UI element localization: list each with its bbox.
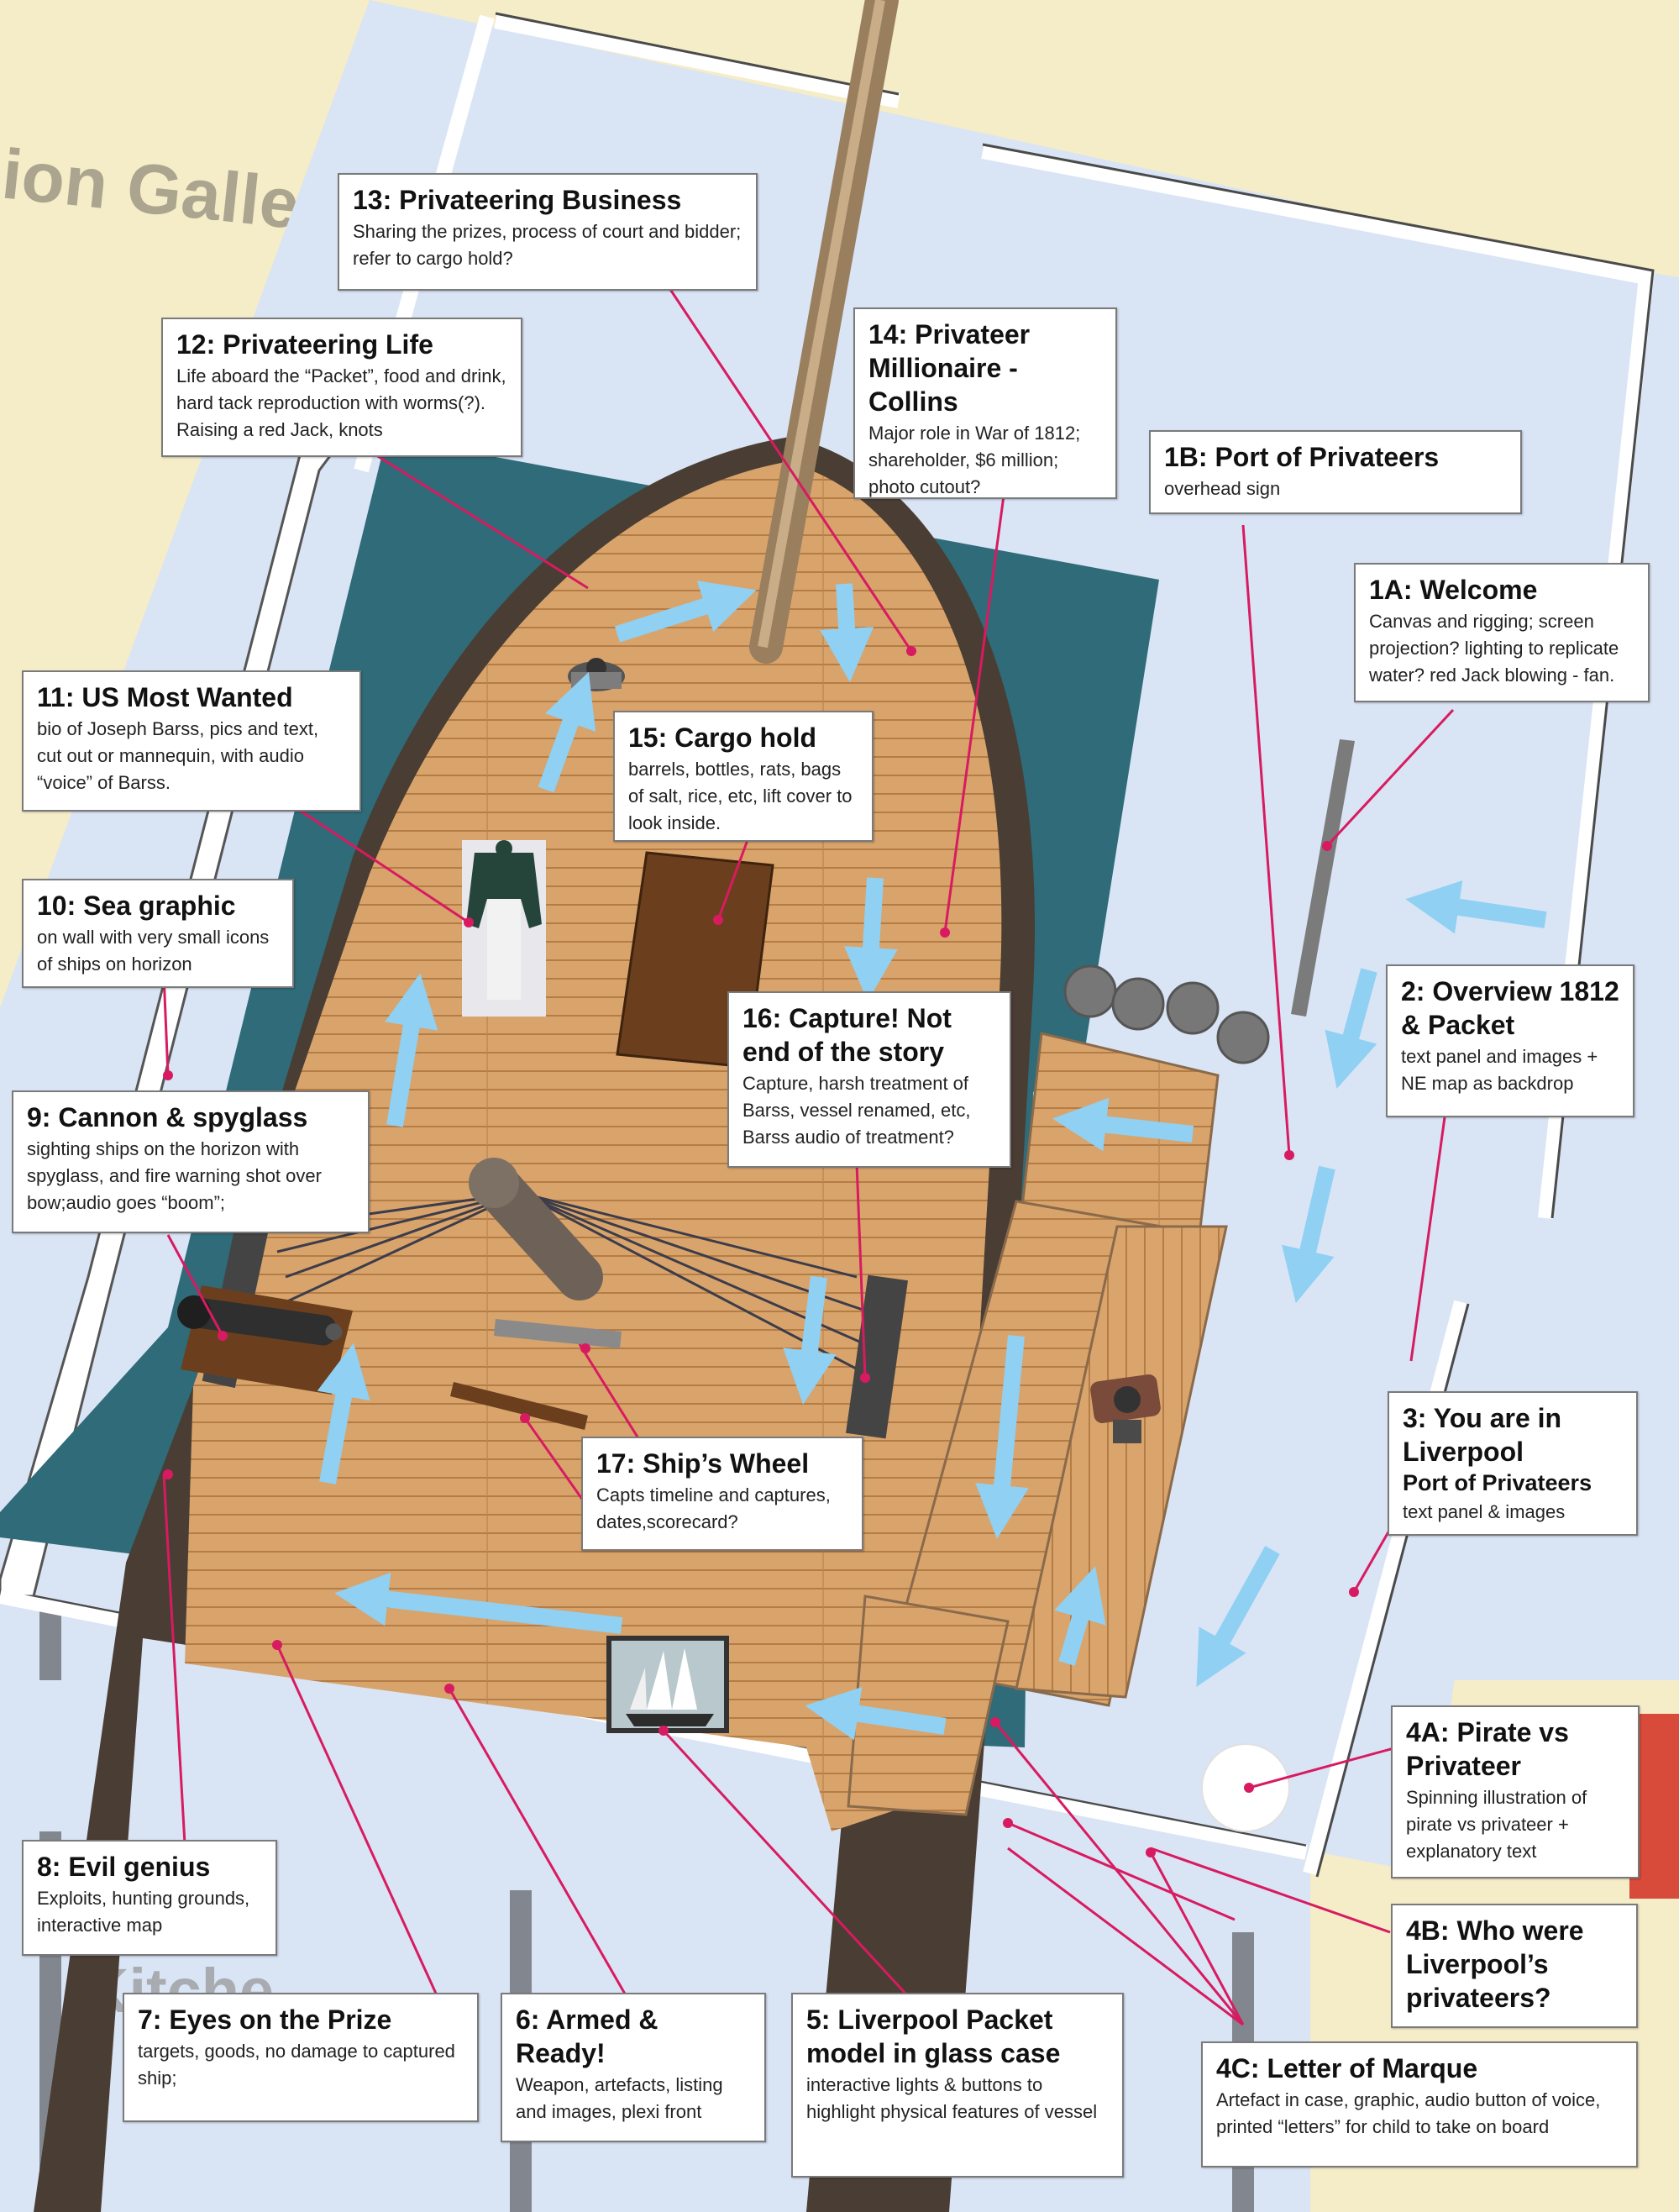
barrels <box>1063 964 1270 1064</box>
label-title: 16: Capture! Not end of the story <box>742 1003 952 1067</box>
label-3-you-are-in-liverpool: 3: You are in Liverpool Port of Privatee… <box>1388 1391 1638 1536</box>
label-title: 4B: Who were Liverpool’s privateers? <box>1406 1915 1584 2013</box>
label-title: 11: US Most Wanted <box>37 682 293 712</box>
label-4b-who-were-liverpools-privateers: 4B: Who were Liverpool’s privateers? <box>1391 1904 1638 2028</box>
label-2-overview-1812-packet: 2: Overview 1812 & Packet text panel and… <box>1386 964 1634 1117</box>
mannequin-barss <box>462 840 546 1017</box>
label-desc: Capture, harsh treatment of Barss, vesse… <box>742 1073 971 1148</box>
label-desc: Life aboard the “Packet”, food and drink… <box>176 365 506 440</box>
label-desc: bio of Joseph Barss, pics and text, cut … <box>37 718 319 793</box>
label-title: 7: Eyes on the Prize <box>138 2004 392 2035</box>
label-title: 1B: Port of Privateers <box>1164 442 1440 472</box>
label-title: 4C: Letter of Marque <box>1216 2053 1478 2083</box>
visitor-flow-arrows <box>317 581 1547 1741</box>
label-9-cannon-spyglass: 9: Cannon & spyglass sighting ships on t… <box>12 1090 370 1233</box>
visitor-figure-dock <box>1090 1374 1161 1443</box>
welcome-canvas-screen <box>1291 739 1355 1017</box>
label-8-evil-genius: 8: Evil genius Exploits, hunting grounds… <box>22 1840 277 1956</box>
ships-wheel-bar-brown <box>450 1382 588 1430</box>
label-desc: Artefact in case, graphic, audio button … <box>1216 2089 1601 2137</box>
label-desc: on wall with very small icons of ships o… <box>37 927 270 975</box>
label-desc: interactive lights & buttons to highligh… <box>806 2074 1098 2122</box>
label-4a-pirate-vs-privateer: 4A: Pirate vs Privateer Spinning illustr… <box>1391 1705 1640 1878</box>
ships-wheel-bar-gray <box>494 1319 622 1348</box>
label-desc: text panel and images + NE map as backdr… <box>1401 1046 1598 1094</box>
label-5-liverpool-packet-model: 5: Liverpool Packet model in glass case … <box>791 1993 1124 2178</box>
label-16-capture: 16: Capture! Not end of the story Captur… <box>727 991 1011 1168</box>
label-title: 6: Armed & Ready! <box>516 2004 658 2068</box>
label-desc: Spinning illustration of pirate vs priva… <box>1406 1787 1587 1862</box>
label-11-us-most-wanted: 11: US Most Wanted bio of Joseph Barss, … <box>22 670 361 812</box>
label-12-privateering-life: 12: Privateering Life Life aboard the “P… <box>161 318 522 457</box>
leader-line-endpoints <box>163 646 1359 1857</box>
label-title: 2: Overview 1812 & Packet <box>1401 976 1619 1040</box>
rigging <box>276 1191 874 1379</box>
main-mast-highlight <box>758 0 885 649</box>
label-title: 4A: Pirate vs Privateer <box>1406 1717 1569 1781</box>
label-7-eyes-on-the-prize: 7: Eyes on the Prize targets, goods, no … <box>123 1993 479 2122</box>
label-desc: Major role in War of 1812; shareholder, … <box>868 423 1081 497</box>
label-desc: targets, goods, no damage to captured sh… <box>138 2041 455 2089</box>
label-desc: overhead sign <box>1164 478 1281 499</box>
leader-lines <box>162 285 1455 2026</box>
label-6-armed-and-ready: 6: Armed & Ready! Weapon, artefacts, lis… <box>501 1993 766 2142</box>
label-title: 12: Privateering Life <box>176 329 433 360</box>
label-1a-welcome: 1A: Welcome Canvas and rigging; screen p… <box>1354 563 1650 702</box>
label-desc: Capts timeline and captures, dates,score… <box>596 1484 831 1532</box>
label-17-ships-wheel: 17: Ship’s Wheel Capts timeline and capt… <box>581 1437 863 1551</box>
label-14-privateer-millionaire: 14: Privateer Millionaire - Collins Majo… <box>853 307 1117 499</box>
label-title: 3: You are in Liverpool <box>1403 1403 1562 1467</box>
label-title: 9: Cannon & spyglass <box>27 1102 308 1132</box>
label-4c-letter-of-marque: 4C: Letter of Marque Artefact in case, g… <box>1201 2041 1638 2167</box>
label-10-sea-graphic: 10: Sea graphic on wall with very small … <box>22 879 294 988</box>
label-15-cargo-hold: 15: Cargo hold barrels, bottles, rats, b… <box>613 711 874 842</box>
label-subtitle: Port of Privateers <box>1403 1470 1592 1495</box>
foremast-top <box>469 1158 519 1208</box>
label-title: 15: Cargo hold <box>628 722 817 753</box>
cannon <box>177 1295 343 1346</box>
packet-model-case <box>606 1636 729 1733</box>
label-1b-port-of-privateers: 1B: Port of Privateers overhead sign <box>1149 430 1522 514</box>
label-13-privateering-business: 13: Privateering Business Sharing the pr… <box>338 173 758 291</box>
adjacent-room-top <box>370 0 1679 277</box>
label-desc: Canvas and rigging; screen projection? l… <box>1369 611 1619 686</box>
label-title: 1A: Welcome <box>1369 575 1538 605</box>
label-desc: text panel & images <box>1403 1501 1566 1522</box>
label-title: 5: Liverpool Packet model in glass case <box>806 2004 1061 2068</box>
label-desc: barrels, bottles, rats, bags of salt, ri… <box>628 759 853 833</box>
starboard-chainplate <box>846 1274 908 1439</box>
label-desc: Sharing the prizes, process of court and… <box>353 221 742 269</box>
label-desc: sighting ships on the horizon with spygl… <box>27 1138 322 1213</box>
label-desc: Weapon, artefacts, listing and images, p… <box>516 2074 723 2122</box>
label-title: 17: Ship’s Wheel <box>596 1448 810 1479</box>
label-desc: Exploits, hunting grounds, interactive m… <box>37 1888 250 1936</box>
label-title: 13: Privateering Business <box>353 185 682 215</box>
label-title: 8: Evil genius <box>37 1852 211 1882</box>
label-title: 14: Privateer Millionaire - Collins <box>868 319 1031 417</box>
label-title: 10: Sea graphic <box>37 891 236 921</box>
